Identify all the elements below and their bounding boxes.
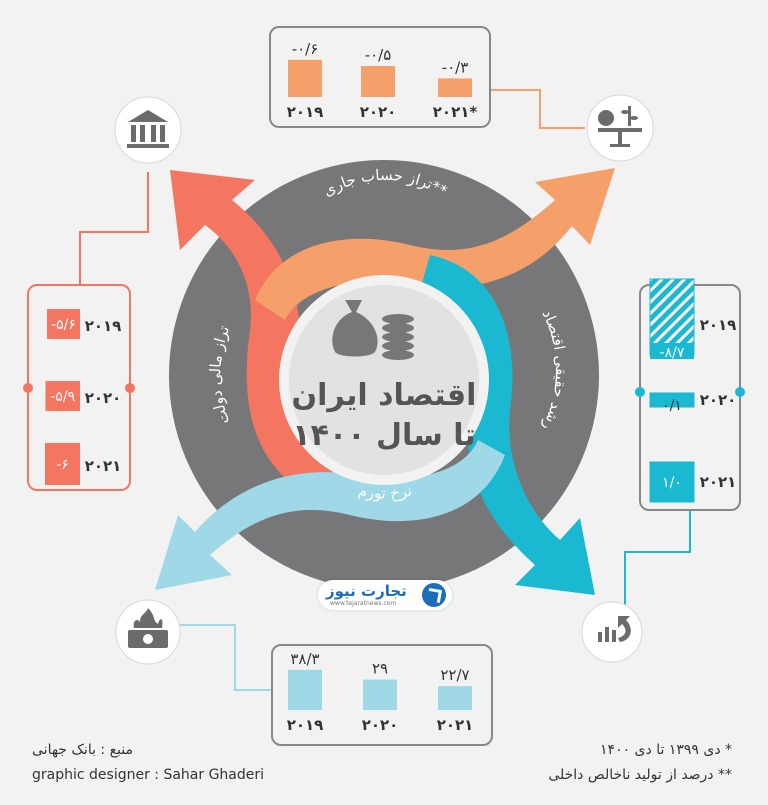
footer-note-2: ** درصد از تولید ناخالص داخلی bbox=[548, 767, 732, 783]
bar bbox=[438, 686, 472, 710]
tick-label: ۲۰۲۰ bbox=[362, 716, 399, 734]
data-label: -۶ bbox=[56, 457, 69, 473]
bank-icon bbox=[127, 110, 169, 148]
tick-label: ۲۰۲۱ bbox=[437, 716, 474, 734]
data-label: ۳۸/۳ bbox=[290, 650, 319, 668]
bar bbox=[45, 443, 80, 485]
data-label: -۰/۳ bbox=[442, 58, 469, 76]
bank-icon-badge bbox=[114, 96, 182, 164]
footer-designer: graphic designer : Sahar Ghaderi bbox=[32, 767, 265, 783]
data-label: ۲۲/۷ bbox=[440, 666, 469, 684]
bar bbox=[288, 59, 322, 97]
connector-current-account bbox=[490, 89, 585, 129]
money-fire-icon bbox=[128, 608, 168, 648]
tick-label: ۲۰۱۹ bbox=[287, 716, 324, 734]
bar bbox=[45, 381, 80, 411]
data-label: ۲۹ bbox=[372, 660, 388, 678]
connector-inflation bbox=[148, 624, 272, 691]
tick-label: ۲۰۲۱* bbox=[433, 103, 478, 121]
bar bbox=[438, 78, 472, 97]
tick-label: ۲۰۲۰ bbox=[360, 103, 397, 121]
center-circle bbox=[279, 275, 489, 485]
tick-label: ۲۰۲۱ bbox=[700, 473, 737, 491]
connector-fiscal bbox=[79, 172, 149, 285]
tick-label: ۲۰۱۹ bbox=[700, 316, 737, 334]
footer-note-1: * دی ۱۳۹۹ تا دی ۱۴۰۰ bbox=[600, 742, 732, 758]
data-label: -۰/۶ bbox=[292, 40, 319, 58]
growth-chart-icon-badge bbox=[581, 601, 643, 663]
data-label: -۸/۷ bbox=[660, 345, 685, 361]
bar bbox=[363, 679, 397, 710]
center-title-line2: تا سال ۱۴۰۰ bbox=[292, 418, 475, 453]
brand-arrow-icon bbox=[422, 583, 446, 607]
footer-source: منبع : بانک جهانی bbox=[32, 742, 133, 758]
tick-label: ۲۰۲۰ bbox=[85, 389, 122, 407]
tick-label: ۲۰۱۹ bbox=[85, 317, 122, 335]
brand-logo-badge: تجارت نیوز www.tejaratnews.com bbox=[318, 580, 452, 610]
growth-chart-icon bbox=[598, 616, 631, 642]
bar bbox=[649, 278, 695, 356]
tick-label: ۲۰۲۰ bbox=[700, 391, 737, 409]
bar bbox=[47, 309, 80, 339]
footer-notes: * دی ۱۳۹۹ تا دی ۱۴۰۰ ** درصد از تولید نا… bbox=[548, 738, 732, 788]
bar bbox=[649, 392, 695, 408]
bar bbox=[361, 66, 395, 97]
connector-growth bbox=[624, 510, 691, 607]
brand-name: تجارت نیوز bbox=[326, 582, 407, 600]
tick-label: ۲۰۲۱ bbox=[85, 457, 122, 475]
bar bbox=[288, 669, 322, 710]
tick-label: ۲۰۱۹ bbox=[287, 103, 324, 121]
money-fire-icon-badge bbox=[115, 599, 181, 665]
scale-fruit-icon bbox=[598, 106, 642, 147]
data-label: -۰/۵ bbox=[365, 46, 392, 64]
label-band bbox=[650, 343, 694, 359]
brand-url: www.tejaratnews.com bbox=[330, 600, 397, 607]
bar bbox=[649, 461, 695, 503]
data-label: ۰/۱ bbox=[662, 398, 682, 414]
label-inflation: نرخ تورم bbox=[357, 482, 414, 503]
data-label: ۱/۰ bbox=[662, 475, 682, 491]
data-label: -۵/۶ bbox=[51, 317, 76, 333]
arrow-current-account bbox=[255, 168, 615, 320]
money-bag-coins-icon bbox=[332, 300, 414, 360]
center-title-line1: اقتصاد ایران bbox=[292, 378, 477, 413]
chart-marks: -۰/۶ ۲۰۱۹ -۰/۵ ۲۰۲۰ -۰/۳ ۲۰۲۱* ۳۸/۳ ۲۰۱۹ ۲۹ ۲۰۲۰ ۲… bbox=[45, 40, 736, 734]
footer-credits: منبع : بانک جهانی graphic designer : Sah… bbox=[32, 738, 264, 788]
data-label: -۵/۹ bbox=[50, 389, 75, 405]
scale-fruit-icon-badge bbox=[586, 94, 654, 162]
